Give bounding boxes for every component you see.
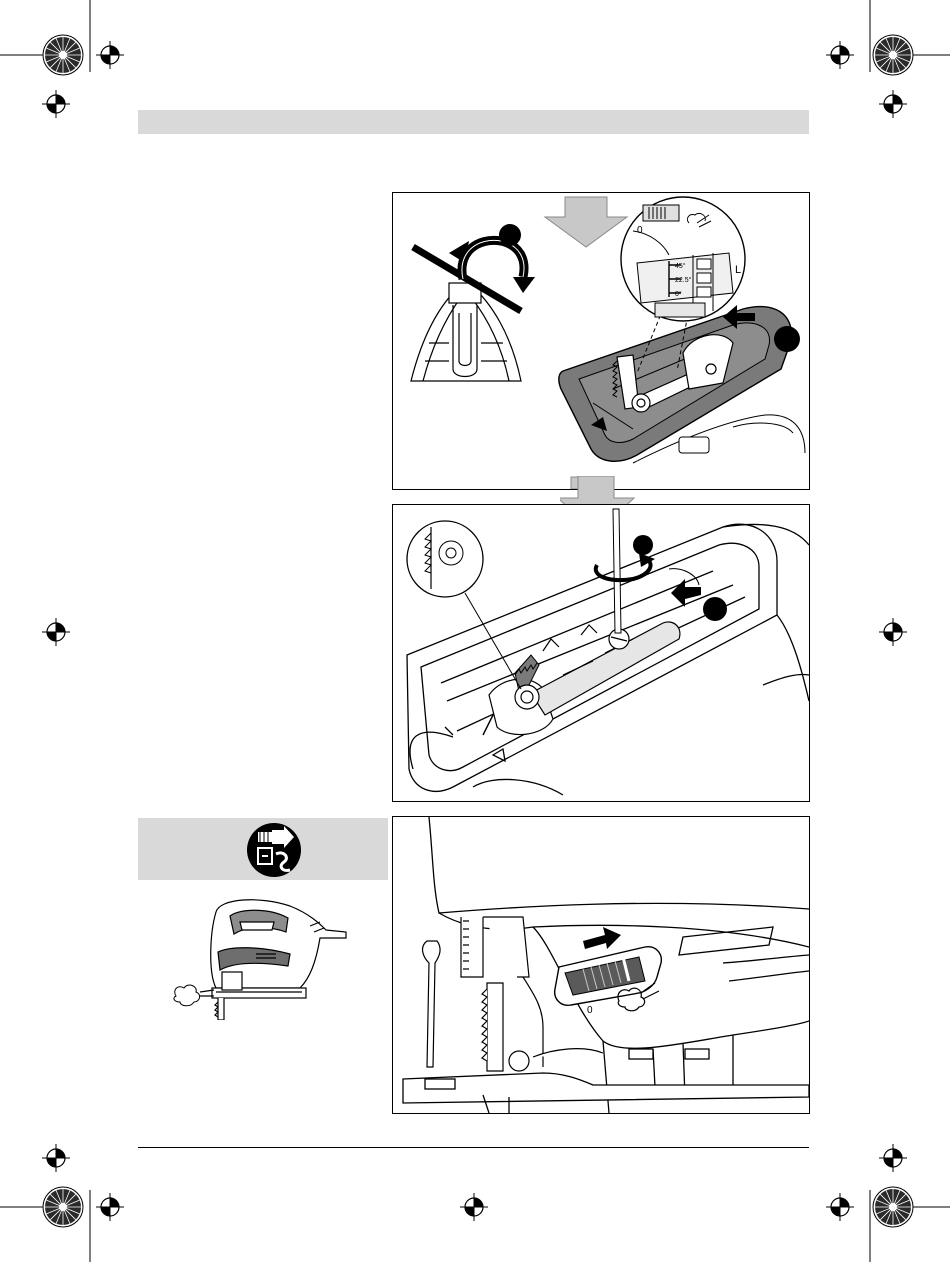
unplug-power-icon: [246, 822, 302, 878]
switch-zero-label: 0: [587, 1005, 593, 1016]
switch-zero-label: 0: [637, 225, 643, 236]
callout-dot-icon: [703, 597, 727, 621]
slide-arrow-icon: [583, 927, 621, 949]
figure-panel-dust-blower: 0: [392, 816, 810, 1114]
callout-dot-icon: [499, 224, 521, 246]
angle-scale-inset: [621, 197, 745, 321]
safety-warning-box: [138, 818, 388, 880]
callout-dot-icon: [774, 326, 800, 352]
dust-blower-switch: [555, 947, 662, 1006]
dust-blower-switch-illustration: 0: [393, 817, 809, 1113]
dust-blower-icon: [174, 985, 214, 1006]
angle-label-22-5: 22.5°: [675, 276, 692, 284]
figure-panel-bevel-adjust: 45° 22.5° 0° L 0: [392, 192, 810, 490]
angle-label-0: 0°: [675, 290, 682, 298]
angle-label-45: 45°: [675, 262, 686, 270]
header-bar: [138, 110, 809, 134]
blade-clamp-illustration: [393, 505, 809, 801]
jigsaw-side-view: [160, 892, 350, 1020]
side-label-L: L: [735, 264, 741, 276]
screwdriver: [613, 509, 621, 633]
bevel-adjust-illustration: 45° 22.5° 0° L 0: [393, 193, 809, 489]
figure-panel-blade-clamp: [392, 504, 810, 802]
footer-rule: [138, 1147, 809, 1148]
press-arrow-icon: [545, 197, 627, 247]
callout-dot-icon: [633, 535, 653, 555]
